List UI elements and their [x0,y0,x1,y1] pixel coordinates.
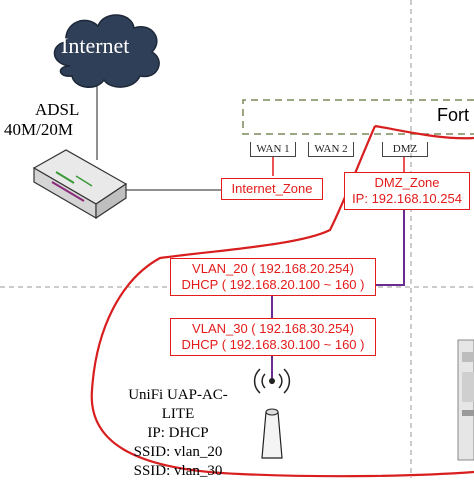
vlan30-name: VLAN_30 ( 192.168.30.254) [192,321,354,336]
modem-label-line1: ADSL [35,100,80,119]
vlan20-name: VLAN_20 ( 192.168.20.254) [192,261,354,276]
vlan-trunk-line [374,210,405,286]
server-device-icon [457,339,474,461]
ap-ip-label: IP: DHCP [147,425,209,441]
port-wan1-label: WAN 1 [256,143,290,155]
ap-ssid1-label: SSID: vlan_20 [133,444,223,460]
modem-label-line2: 40M/20M [4,120,73,139]
access-point-icon [253,368,291,459]
dmz-zone-box: DMZ_Zone IP: 192.168.10.254 [344,172,470,210]
dmz-zone-name: DMZ_Zone [374,175,440,190]
ap-ssid2-label: SSID: vlan_30 [133,463,223,479]
internet-zone-label: Internet_Zone [231,181,313,196]
access-point-details: UniFi UAP-AC-LITE IP: DHCP SSID: vlan_20… [118,386,238,481]
port-dmz [382,142,428,157]
dmz-zone-ip: IP: 192.168.10.254 [352,191,462,206]
vlan30-dhcp: DHCP ( 192.168.30.100 ~ 160 ) [181,337,365,352]
port-dmz-label: DMZ [392,143,418,155]
internet-cloud-icon [53,14,160,88]
internet-label: Internet [61,33,130,58]
port-wan2-label: WAN 2 [314,143,348,155]
vlan20-dhcp: DHCP ( 192.168.20.100 ~ 160 ) [181,277,365,292]
vlan20-box: VLAN_20 ( 192.168.20.254) DHCP ( 192.168… [170,258,376,296]
internet-zone-box: Internet_Zone [221,178,323,200]
port-wan2 [308,142,354,157]
zone-outline-annotation [90,124,474,478]
adsl-modem-icon [32,149,128,220]
ap-model-label: UniFi UAP-AC-LITE [128,387,228,422]
firewall-label: Fort [437,105,470,125]
port-wan1 [250,142,296,157]
vlan30-box: VLAN_30 ( 192.168.30.254) DHCP ( 192.168… [170,318,376,356]
